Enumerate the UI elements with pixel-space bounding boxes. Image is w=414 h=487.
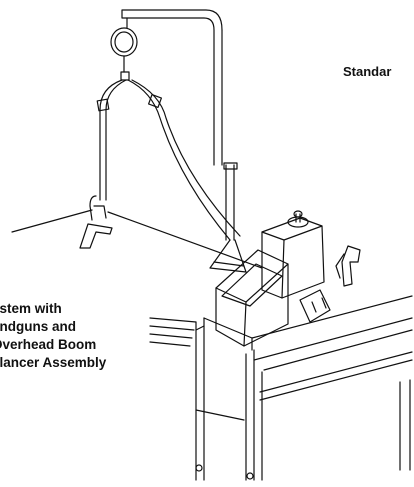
caption-line-2: andguns and — [0, 319, 76, 334]
caption-line-4: alancer Assembly — [0, 355, 107, 370]
balancer-icon — [110, 17, 138, 81]
handgun-icon — [79, 195, 113, 249]
workstation-unit — [215, 210, 331, 347]
caption-line-3: Overhead Boom — [0, 337, 97, 352]
system-caption: ystem with andguns and Overhead Boom ala… — [0, 300, 106, 372]
caption-line-1: ystem with — [0, 301, 62, 316]
handgun-icon — [335, 245, 361, 287]
standard-label: Standar — [343, 64, 392, 79]
hose-assembly — [96, 79, 241, 241]
conveyor-table — [149, 295, 413, 481]
table-line — [11, 209, 263, 269]
boom-pole — [121, 9, 247, 273]
